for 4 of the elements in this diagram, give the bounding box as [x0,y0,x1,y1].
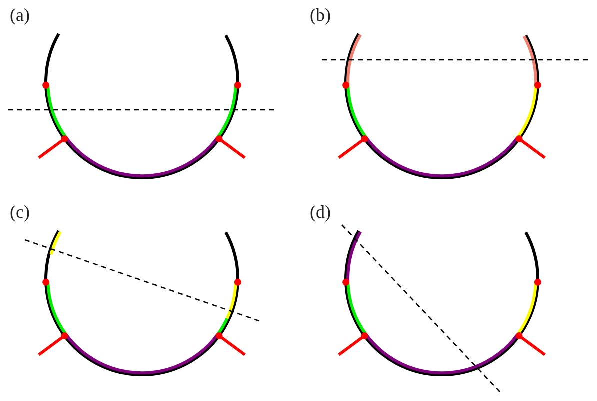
panel-label: (b) [310,5,331,25]
panel-label: (d) [310,202,331,222]
panel-label: (a) [10,5,30,25]
panel-label: (c) [10,202,30,222]
